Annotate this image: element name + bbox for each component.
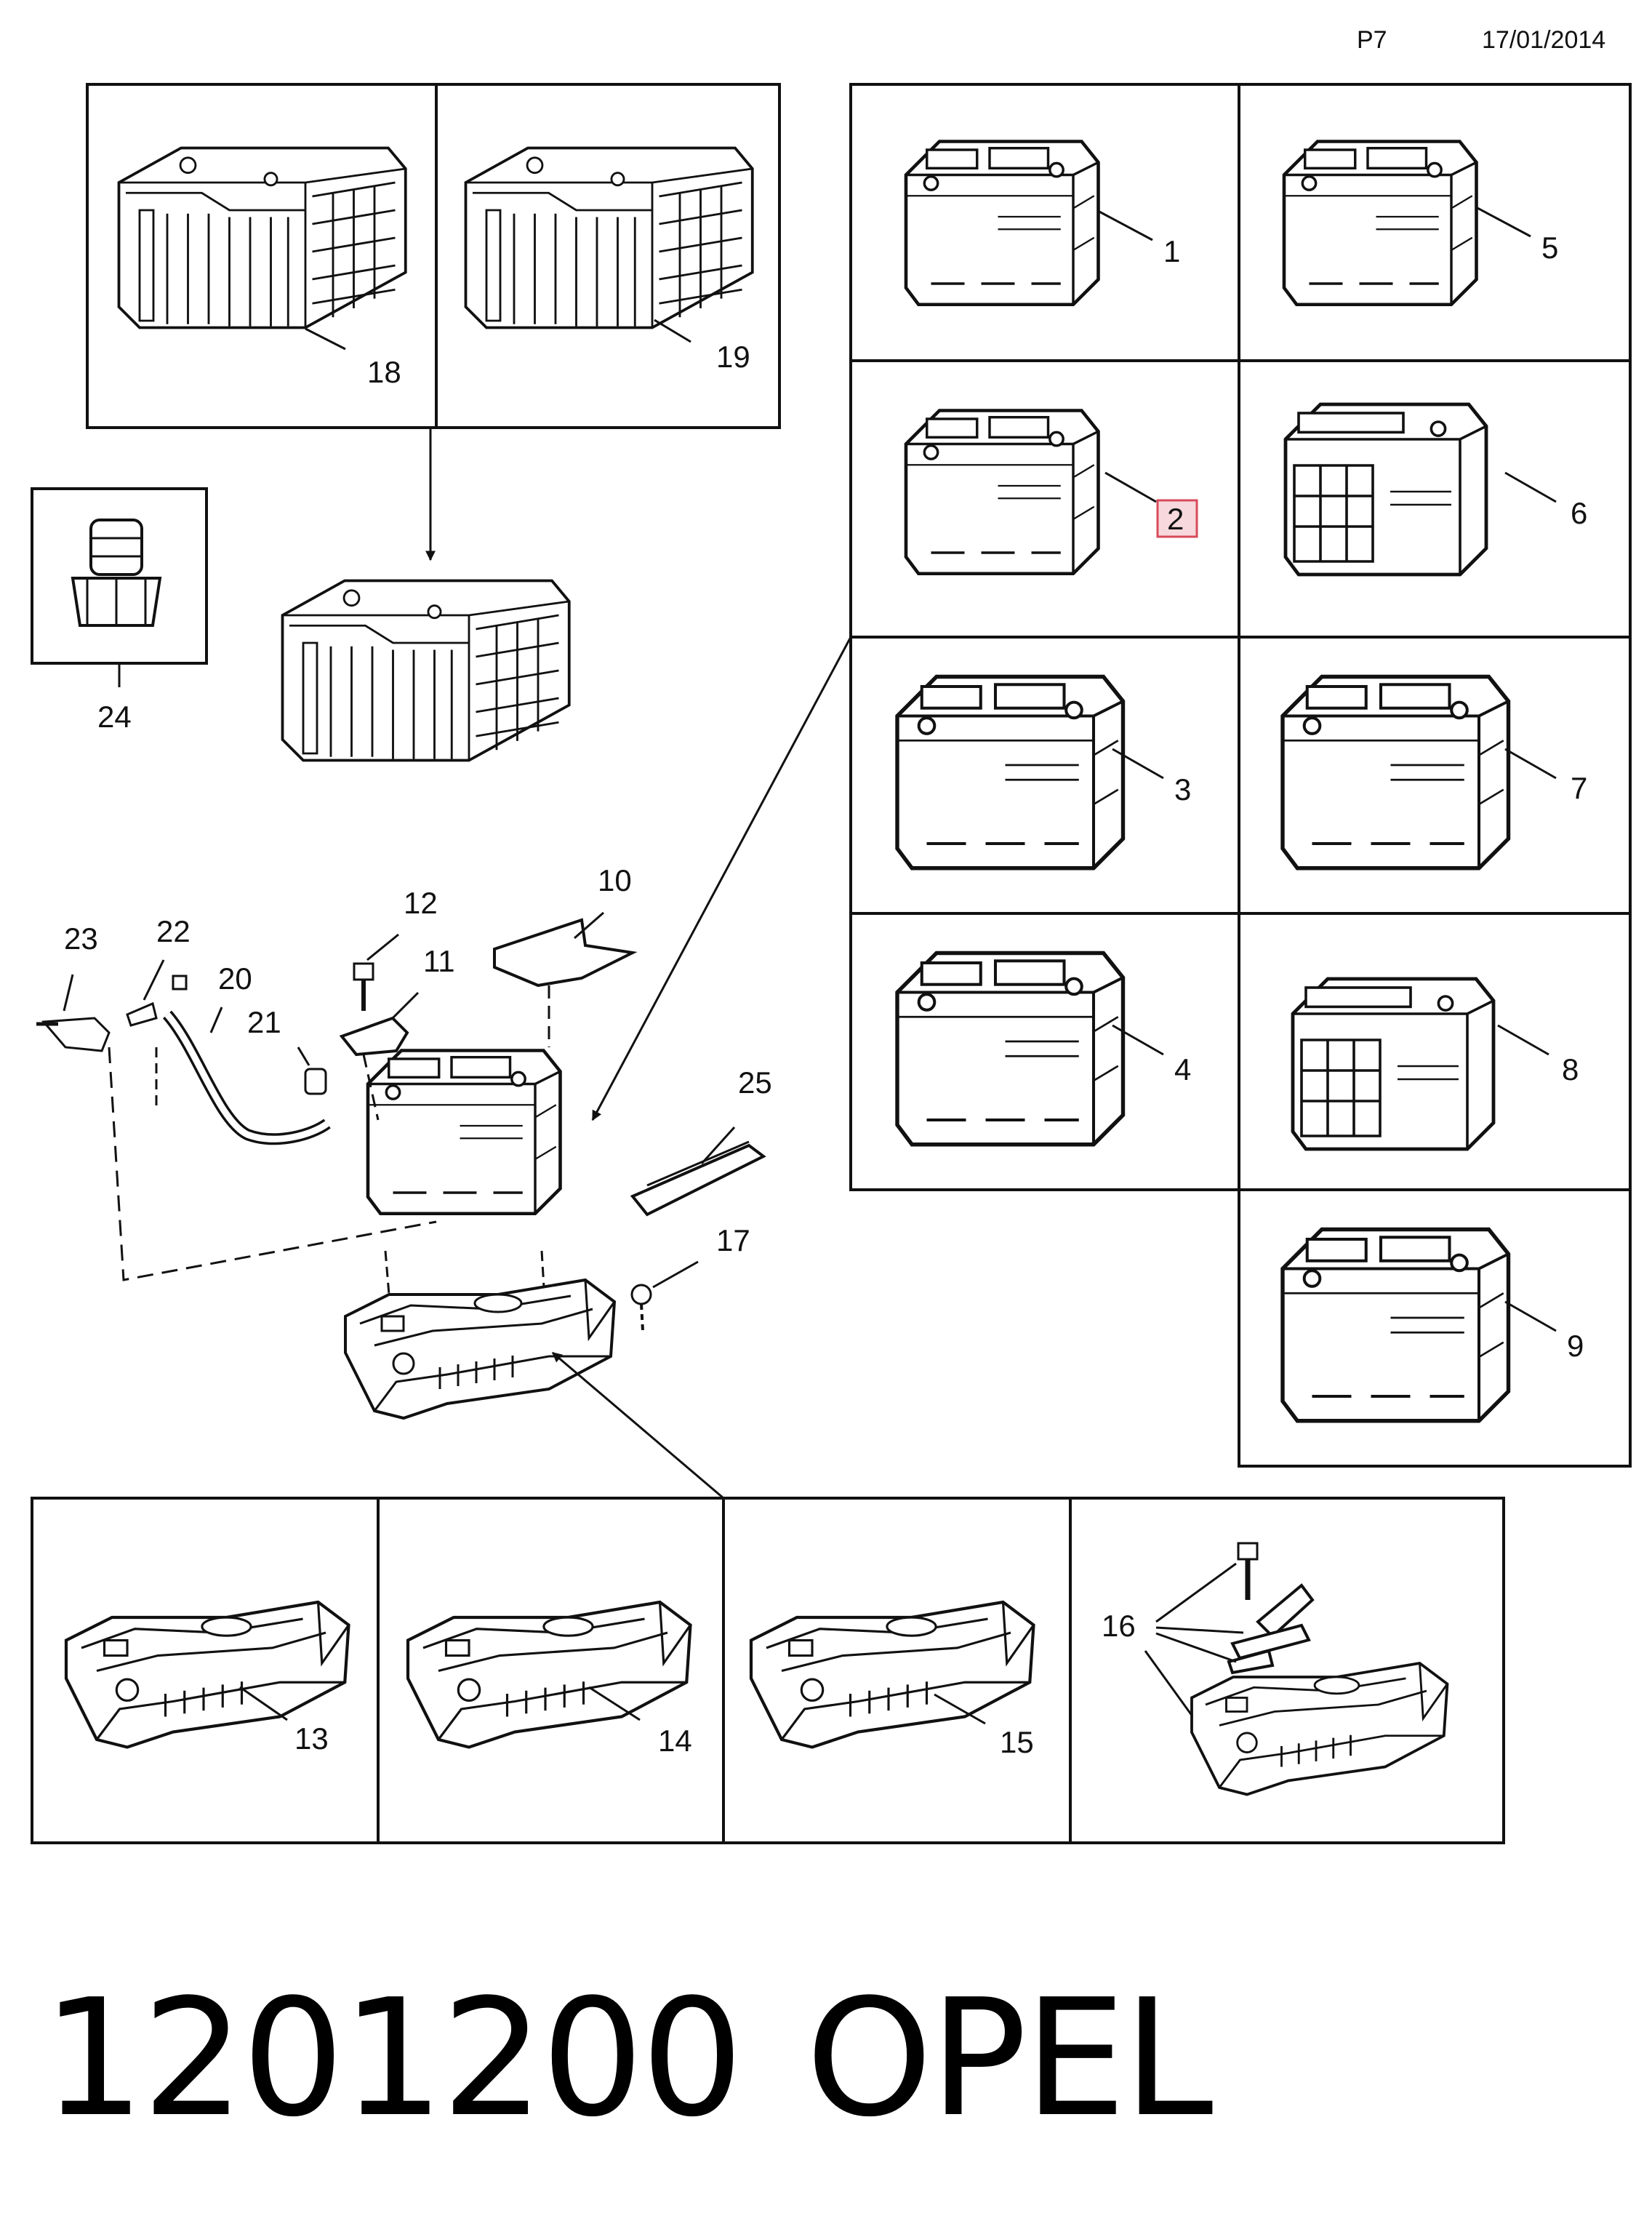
callout-10: 10 (598, 863, 632, 897)
page-label: P7 (1357, 26, 1387, 54)
callout-1: 1 (1163, 234, 1180, 268)
callout-18: 18 (367, 355, 401, 389)
callout-7: 7 (1571, 771, 1587, 805)
callout-5: 5 (1541, 231, 1558, 265)
battery-variants-grid (849, 83, 1632, 1468)
brand-name: OPEL (806, 1965, 1214, 2153)
callout-6: 6 (1571, 496, 1587, 530)
callout-2-highlight (1156, 499, 1198, 538)
callout-16: 16 (1102, 1609, 1136, 1643)
callout-3: 3 (1174, 772, 1191, 807)
callout-19: 19 (716, 340, 750, 374)
callout-14: 14 (658, 1724, 692, 1758)
callout-21: 21 (247, 1005, 281, 1039)
date-label: 17/01/2014 (1482, 26, 1606, 54)
callout-12: 12 (404, 886, 438, 920)
callout-20: 20 (218, 961, 252, 996)
callout-11: 11 (423, 944, 455, 978)
cap-24-drawing (71, 519, 162, 627)
callout-8: 8 (1562, 1052, 1579, 1087)
callout-23: 23 (64, 921, 98, 956)
callout-22: 22 (156, 914, 191, 948)
callout-9: 9 (1567, 1329, 1584, 1363)
part-number: 1201200 (42, 1965, 744, 2153)
callout-13: 13 (294, 1721, 329, 1756)
callout-2: 2 (1167, 502, 1184, 536)
callout-4: 4 (1174, 1052, 1191, 1087)
callout-24: 24 (97, 700, 132, 734)
callout-15: 15 (1000, 1725, 1034, 1759)
callout-17: 17 (716, 1223, 750, 1257)
callout-25: 25 (738, 1065, 772, 1100)
